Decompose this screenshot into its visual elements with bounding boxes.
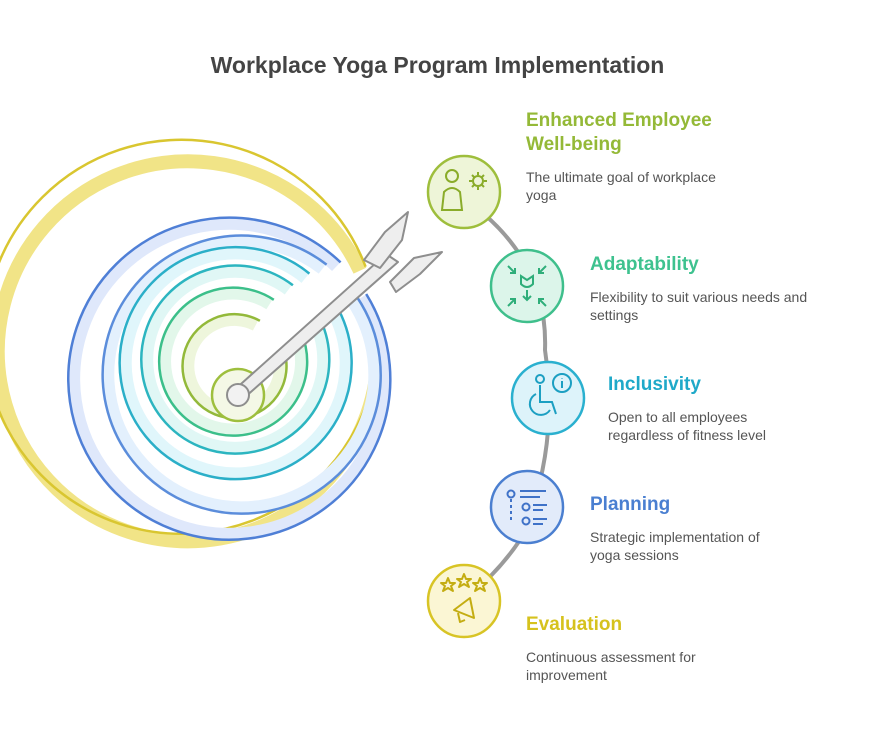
target-rings bbox=[0, 138, 392, 549]
step-5-description: Continuous assessment for improvement bbox=[526, 649, 696, 683]
person-with-gear-icon bbox=[440, 169, 487, 211]
ring-green-2-edge bbox=[181, 312, 288, 420]
step-4-title: Planning bbox=[590, 494, 671, 515]
step-4-description: Strategic implementation of yoga session… bbox=[590, 529, 760, 563]
checklist-icon bbox=[506, 489, 547, 526]
arrow-tip bbox=[226, 383, 250, 407]
step-2-title: Adaptability bbox=[590, 254, 699, 275]
step-3-description: Open to all employees regardless of fitn… bbox=[608, 409, 766, 443]
ring-green-1 bbox=[159, 287, 308, 436]
ring-green-1-edge bbox=[157, 286, 309, 437]
ring-cyan-1-edge bbox=[118, 245, 353, 481]
ring-cyan-2 bbox=[141, 265, 330, 454]
ring-cyan-2-edge bbox=[140, 264, 331, 455]
step-4-badge bbox=[489, 469, 565, 545]
step-2-badge bbox=[489, 248, 565, 324]
step-2-description: Flexibility to suit various needs and se… bbox=[590, 289, 808, 323]
step-1-description: The ultimate goal of workplace yoga bbox=[526, 169, 716, 203]
ring-blue-1-edge bbox=[67, 216, 392, 541]
arrow-fletching-upper bbox=[363, 211, 409, 269]
arrow bbox=[226, 211, 443, 407]
diagram-title: Workplace Yoga Program Implementation bbox=[210, 52, 665, 78]
step-5-badge bbox=[426, 563, 502, 639]
step-3-badge bbox=[510, 360, 586, 436]
step-5-title: Evaluation bbox=[526, 614, 623, 635]
ring-green-2 bbox=[182, 313, 287, 418]
arrow-fletching-lower bbox=[389, 251, 443, 293]
arrows-converging-icon bbox=[507, 265, 547, 307]
ring-blue-2 bbox=[102, 235, 381, 514]
step-3-title: Inclusivity bbox=[608, 374, 701, 395]
wheelchair-info-icon bbox=[528, 373, 572, 416]
ring-cyan-1 bbox=[119, 247, 352, 480]
stars-megaphone-icon bbox=[440, 573, 488, 623]
ring-blue-2-edge bbox=[101, 234, 382, 515]
step-1-title: Enhanced Employee Well-being bbox=[526, 110, 712, 155]
ring-blue-1 bbox=[68, 217, 391, 540]
step-1-badge bbox=[426, 154, 502, 230]
